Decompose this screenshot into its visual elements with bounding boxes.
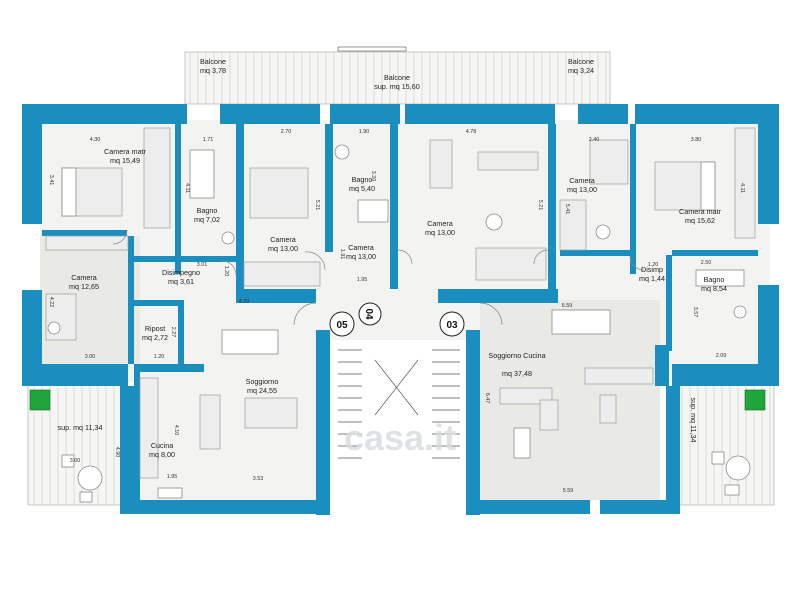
dimension: 1.20 [223, 266, 229, 277]
room-name: Camera matr [679, 207, 722, 216]
room-area: mq 37,48 [502, 369, 532, 378]
dimension: 2.40 [589, 137, 600, 143]
room-area: mq 13,00 [346, 252, 376, 261]
room-name: Bagno [197, 206, 218, 215]
room-name: Disimp [641, 265, 663, 274]
balcone-center-area: sup. mq 15,60 [374, 82, 420, 91]
dimension: 4.11 [739, 183, 745, 193]
dimension: 4.29 [239, 299, 250, 305]
room-name: Camera [569, 176, 595, 185]
terrace-right: sup. mq 11,34 [675, 384, 775, 506]
unit-badges: 05 04 03 [329, 302, 465, 337]
dimension: 3.00 [70, 458, 81, 464]
room-area: mq 7,02 [194, 215, 220, 224]
dimension: 5.21 [537, 200, 543, 211]
room-area: mq 13,00 [425, 228, 455, 237]
dimension: 1.20 [154, 354, 165, 360]
dimension: 4.22 [48, 297, 54, 308]
room-area: mq 13,00 [567, 185, 597, 194]
dimension: 6.47 [484, 393, 490, 404]
dimension: 1.20 [648, 262, 659, 268]
dimension: 5.41 [564, 204, 570, 215]
dimension: 6.59 [562, 303, 573, 309]
dimension: 3.00 [85, 354, 96, 360]
dimension: 1.91 [339, 249, 345, 260]
dimension: 3.80 [691, 137, 702, 143]
room-area: mq 2,72 [142, 333, 168, 342]
dimension: 1.95 [167, 474, 178, 480]
dimension: 1.71 [203, 137, 214, 143]
balcone-center-name: Balcone [384, 73, 410, 82]
room-name: Soggiorno [246, 377, 279, 386]
doors [112, 229, 645, 326]
room-name: Bagno [352, 175, 373, 184]
room-labels: Camera matr mq 15,49 Bagno mq 7,02 Camer… [69, 147, 727, 459]
room-area: mq 24,55 [247, 386, 277, 395]
balcone-left-area: mq 3,78 [200, 66, 226, 75]
dimension: 4.30 [90, 137, 101, 143]
dimension: 2.27 [170, 327, 176, 338]
dimension: 2.09 [716, 353, 727, 359]
room-area: mq 12,65 [69, 282, 99, 291]
dimension: 3.41 [48, 175, 54, 186]
dimension: 1.90 [359, 129, 370, 135]
room-area: mq 8,00 [149, 450, 175, 459]
room-area: mq 3,61 [168, 277, 194, 286]
room-area: mq 1,44 [639, 274, 665, 283]
unit-03-label: 03 [446, 320, 458, 331]
unit-04-label: 04 [363, 308, 374, 320]
dimension: 2.70 [281, 129, 292, 135]
room-area: mq 15,49 [110, 156, 140, 165]
dimension: 4.90 [114, 447, 120, 458]
dimension: 3.20 [370, 171, 376, 182]
watermark: casa.it [344, 417, 456, 458]
room-name: Ripost [145, 324, 165, 333]
balcone-left-name: Balcone [200, 57, 226, 66]
dimension: 5.59 [563, 488, 574, 494]
room-name: Camera [427, 219, 453, 228]
dimension: 2.50 [701, 260, 712, 266]
stairs [330, 340, 466, 500]
balcone-right-name: Balcone [568, 57, 594, 66]
dimension: 3.53 [253, 476, 264, 482]
dimension: 4.78 [466, 129, 477, 135]
plant-icon [29, 389, 51, 411]
furniture [45, 127, 756, 499]
room-name: Soggiorno Cucina [488, 351, 545, 360]
room-name: Disimpegno [162, 268, 200, 277]
terrace-left: sup. mq 11,34 [27, 384, 127, 506]
room-area: mq 5,40 [349, 184, 375, 193]
dimension: 1.95 [357, 277, 368, 283]
room-name: Camera matr [104, 147, 147, 156]
terrace-left-area: sup. mq 11,34 [57, 423, 102, 432]
room-name: Bagno [704, 275, 725, 284]
dimension: 3.57 [692, 307, 698, 318]
unit-05-label: 05 [336, 320, 348, 331]
dimension: 3.01 [197, 262, 208, 268]
room-area: mq 15,62 [685, 216, 715, 225]
top-balcony: Balcone mq 3,78 Balcone sup. mq 15,60 Ba… [184, 46, 611, 105]
walls [22, 104, 779, 515]
room-name: Cucina [151, 441, 173, 450]
room-area: mq 13,00 [268, 244, 298, 253]
dimension: 4.10 [173, 425, 179, 436]
room-name: Camera [270, 235, 296, 244]
room-name: Camera [71, 273, 97, 282]
plant-icon [744, 389, 766, 411]
room-name: Camera [348, 243, 374, 252]
balcone-right-area: mq 3,24 [568, 66, 594, 75]
dimension: 4.11 [184, 183, 190, 193]
terrace-right-area: sup. mq 11,34 [689, 397, 698, 442]
room-area: mq 8,54 [701, 284, 727, 293]
dimensions: 4.30 1.71 2.70 1.90 4.78 2.40 3.80 3.41 … [48, 129, 745, 494]
dimension: 5.21 [314, 200, 320, 211]
